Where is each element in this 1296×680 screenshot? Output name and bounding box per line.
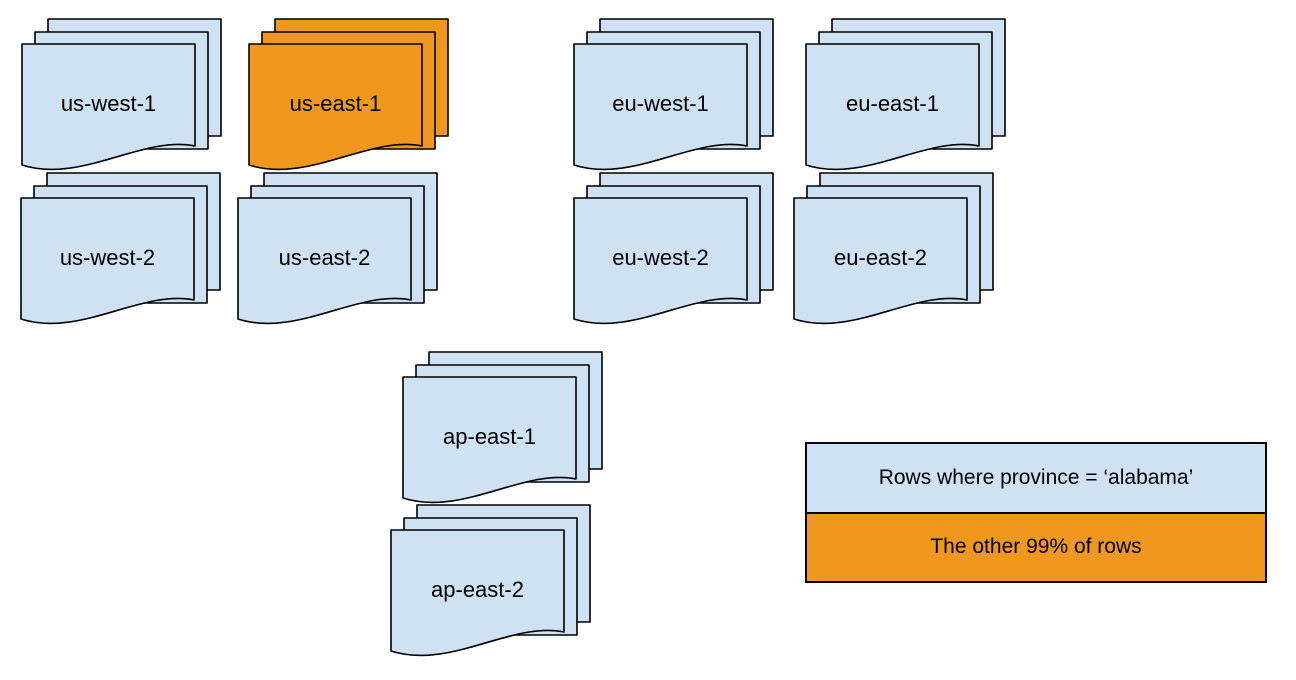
legend-item-alabama-rows: Rows where province = ‘alabama’ [807,444,1265,512]
document-front-sheet-icon [237,197,412,325]
region-stack-ap-east-2: ap-east-2 [390,504,591,666]
region-stack-us-east-2: us-east-2 [237,172,438,334]
legend-item-other-rows: The other 99% of rows [807,511,1265,581]
document-front-sheet-icon [21,43,196,171]
document-front-sheet-icon [573,197,748,325]
document-front-sheet-icon [793,197,968,325]
legend-label: The other 99% of rows [930,535,1142,559]
region-stack-ap-east-1: ap-east-1 [402,351,603,513]
legend: Rows where province = ‘alabama’ The othe… [805,442,1267,583]
document-front-sheet-icon [805,43,980,171]
document-front-sheet-icon [20,197,195,325]
document-front-sheet-icon [248,43,423,171]
document-front-sheet-icon [390,529,565,657]
region-stack-eu-west-2: eu-west-2 [573,172,774,334]
region-stack-eu-east-1: eu-east-1 [805,18,1006,180]
region-stack-us-west-2: us-west-2 [20,172,221,334]
region-stack-us-east-1: us-east-1 [248,18,449,180]
region-stack-us-west-1: us-west-1 [21,18,222,180]
legend-label: Rows where province = ‘alabama’ [878,465,1194,489]
region-stack-eu-west-1: eu-west-1 [573,18,774,180]
document-front-sheet-icon [573,43,748,171]
region-stack-eu-east-2: eu-east-2 [793,172,994,334]
document-front-sheet-icon [402,376,577,504]
